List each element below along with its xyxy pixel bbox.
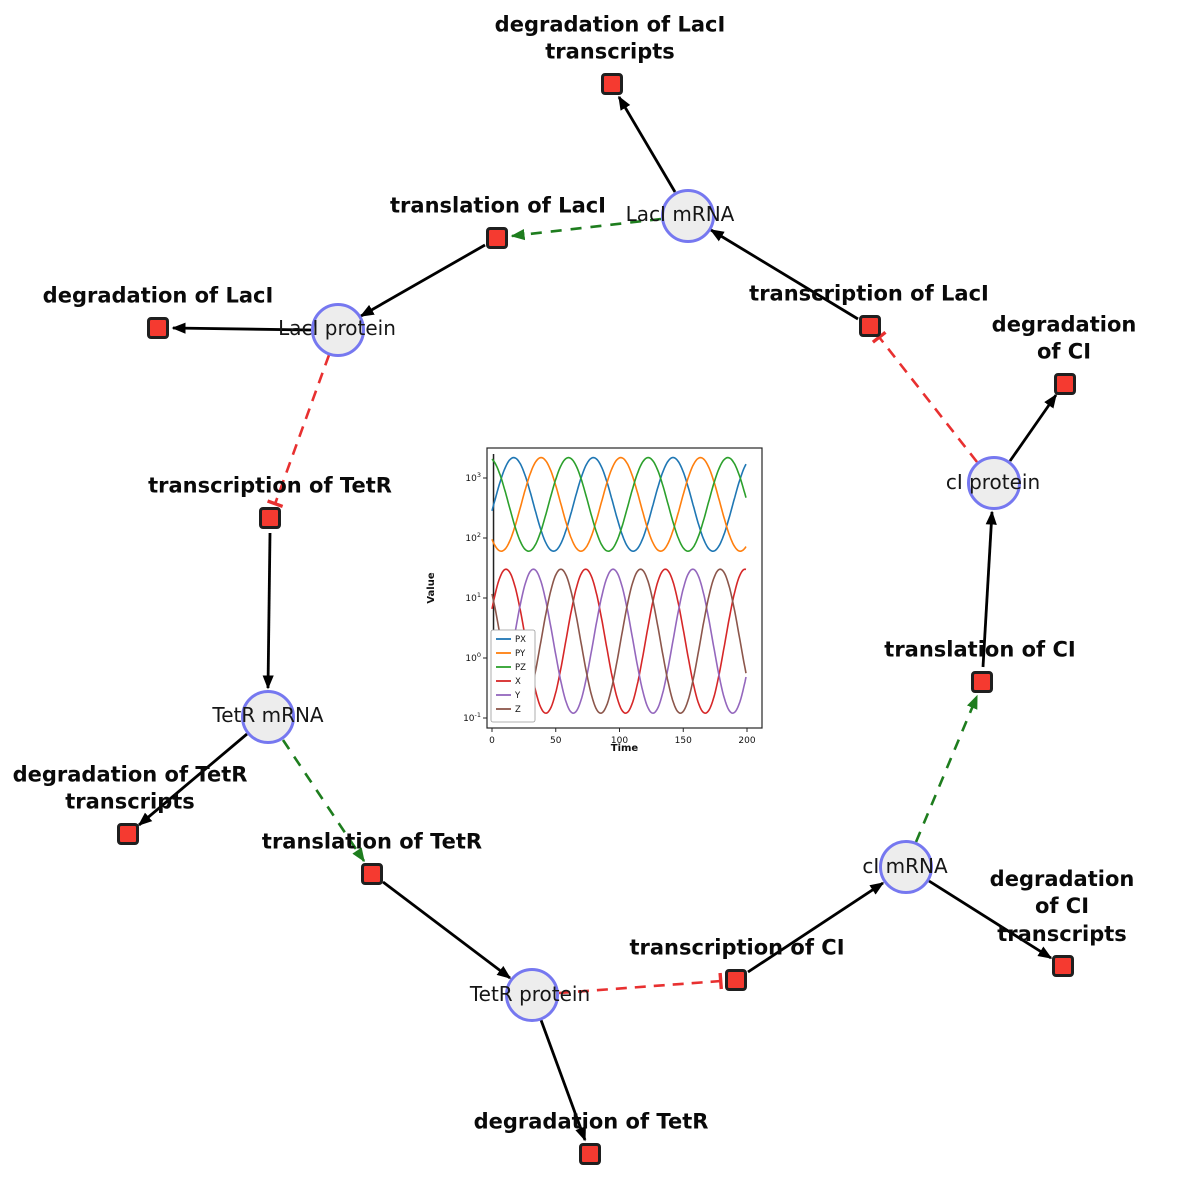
inset-chart-svg: 0 50 100 150 200 103 102 101 100 10-1 PX PY PZ XYZ Tim… — [426, 447, 763, 754]
chart-legend-label-Z: Z — [515, 705, 521, 715]
edge-translation-tetr-to-tetr-protein — [382, 880, 512, 980]
chart-y-tick-label: 10-1 — [463, 711, 481, 724]
edge-transcription-tetr-to-tetr-mrna — [262, 532, 274, 690]
reaction-node-translation-ci[interactable] — [971, 671, 993, 693]
edge-tetr-mrna-modifies-translation-tetr — [281, 739, 366, 863]
edge-tetr-mrna-to-deg-tetr-transcripts — [137, 732, 248, 827]
species-label-laci-mrna: LacI mRNA — [625, 202, 735, 226]
species-node-ci-mrna[interactable] — [879, 840, 933, 894]
edge-translation-laci-to-laci-protein — [359, 243, 486, 318]
chart-legend-label-X: X — [515, 677, 521, 687]
species-label-tetr-protein: TetR protein — [469, 982, 591, 1006]
reaction-label-deg-tetr-transcripts: degradation of TetR transcripts — [12, 762, 248, 814]
reaction-node-deg-tetr[interactable] — [579, 1143, 601, 1165]
chart-series-PX — [491, 456, 747, 553]
chart-series-PZ — [491, 456, 747, 553]
species-label-ci-mrna: cI mRNA — [862, 854, 948, 878]
reaction-label-transcription-tetr: transcription of TetR — [148, 473, 392, 498]
edge-laci-mrna-to-deg-laci-transcripts — [617, 95, 677, 193]
chart-x-axis-label: Time — [611, 743, 639, 754]
reaction-label-deg-laci-transcripts: degradation of LacI transcripts — [494, 12, 726, 64]
edge-ci-mrna-to-deg-ci-transcripts — [928, 879, 1053, 960]
chart-x-tick-label: 150 — [675, 736, 692, 746]
edge-ci-protein-inhibits-transcription-laci — [871, 330, 979, 463]
reaction-label-deg-laci: degradation of LacI — [42, 283, 274, 308]
reaction-node-translation-laci[interactable] — [486, 227, 508, 249]
edge-laci-protein-inhibits-transcription-tetr — [267, 354, 331, 509]
chart-x-tick-label: 100 — [611, 736, 628, 746]
reaction-label-transcription-ci: transcription of CI — [629, 935, 845, 960]
species-node-tetr-protein[interactable] — [505, 968, 559, 1022]
chart-y-tick-label: 102 — [465, 531, 481, 544]
reaction-label-translation-laci: translation of LacI — [390, 193, 606, 218]
edge-tetr-protein-to-deg-tetr — [539, 1019, 587, 1142]
species-node-laci-mrna[interactable] — [661, 189, 715, 243]
reaction-label-translation-ci: translation of CI — [884, 637, 1076, 662]
chart-legend-label-Y: Y — [514, 691, 521, 701]
chart-y-axis-label: Value — [426, 572, 437, 603]
reaction-node-translation-tetr[interactable] — [361, 863, 383, 885]
reaction-node-deg-laci-transcripts[interactable] — [601, 73, 623, 95]
reaction-node-deg-laci[interactable] — [147, 317, 169, 339]
species-label-tetr-mrna: TetR mRNA — [212, 703, 324, 727]
edge-laci-protein-to-deg-laci — [171, 322, 312, 334]
chart-x-tick-label: 200 — [738, 736, 755, 746]
species-label-ci-protein: cI protein — [945, 470, 1041, 494]
chart-y-tick-label: 101 — [465, 591, 481, 604]
chart-legend-label-PY: PY — [515, 649, 526, 659]
chart-y-tick-label: 100 — [465, 651, 481, 664]
species-node-ci-protein[interactable] — [967, 456, 1021, 510]
edge-transcription-ci-to-ci-mrna — [747, 881, 885, 974]
chart-legend-label-PZ: PZ — [515, 663, 526, 673]
chart-y-tick-label: 103 — [465, 471, 481, 484]
species-node-tetr-mrna[interactable] — [241, 690, 295, 744]
reaction-node-deg-ci-transcripts[interactable] — [1052, 955, 1074, 977]
reaction-label-transcription-laci: transcription of LacI — [749, 281, 989, 306]
edge-translation-ci-to-ci-protein — [981, 510, 997, 668]
chart-series-Y — [491, 568, 747, 715]
reaction-node-deg-ci[interactable] — [1054, 373, 1076, 395]
reaction-node-deg-tetr-transcripts[interactable] — [117, 823, 139, 845]
chart-x-tick-label: 50 — [550, 736, 562, 746]
edge-tetr-protein-inhibits-transcription-ci — [558, 972, 723, 995]
chart-legend-label-PX: PX — [515, 635, 526, 645]
species-node-laci-protein[interactable] — [311, 303, 365, 357]
reaction-label-translation-tetr: translation of TetR — [261, 829, 483, 854]
reaction-label-deg-ci-transcripts: degradation of CI transcripts — [989, 867, 1135, 946]
chart-series-PY — [491, 456, 747, 553]
edge-ci-protein-to-deg-ci — [1008, 393, 1058, 462]
species-label-laci-protein: LacI protein — [278, 316, 396, 340]
reaction-label-deg-ci: degradation of CI — [991, 312, 1137, 364]
edge-transcription-laci-to-laci-mrna — [709, 228, 859, 321]
reaction-node-transcription-laci[interactable] — [859, 315, 881, 337]
edge-laci-mrna-modifies-translation-laci — [510, 217, 662, 241]
chart-x-tick-label: 0 — [489, 736, 495, 746]
reaction-node-transcription-ci[interactable] — [725, 969, 747, 991]
reaction-node-transcription-tetr[interactable] — [259, 507, 281, 529]
edge-ci-mrna-modifies-translation-ci — [914, 694, 979, 843]
reaction-label-deg-tetr: degradation of TetR — [473, 1109, 709, 1134]
